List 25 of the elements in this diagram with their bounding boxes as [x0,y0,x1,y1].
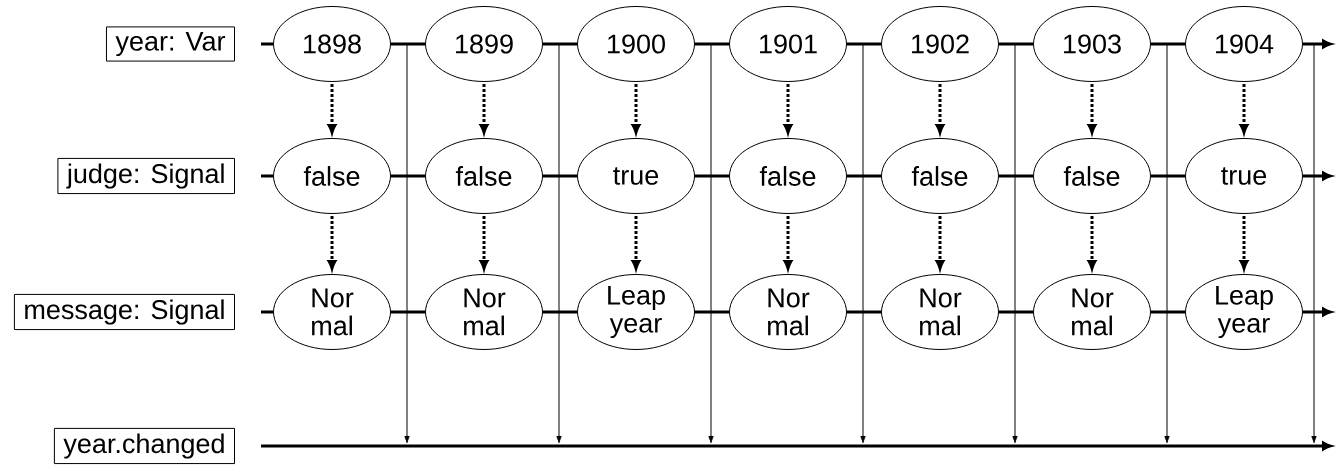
timeline-line [1151,310,1185,314]
timeline-line [543,174,577,178]
timeline-line [261,42,273,46]
timeline-line [543,310,577,314]
timeline-line [999,42,1033,46]
variable-label-box: year: Var [106,26,235,62]
timeline-line [391,310,425,314]
timeline-line [695,310,729,314]
timeline-line [847,174,881,178]
timeline-line [999,174,1033,178]
variable-label-box: year.changed [53,427,235,465]
timeline-line [847,310,881,314]
timeline-line [1151,42,1185,46]
timeline-line [261,174,273,178]
timeline-line [1151,174,1185,178]
timeline-line [391,174,425,178]
variable-label-box: message: Signal [13,293,235,331]
timeline-line [543,42,577,46]
variable-label-box: judge: Signal [57,157,235,195]
timeline-line [261,310,273,314]
timeline-line [695,174,729,178]
timeline-line [999,310,1033,314]
timeline-line [695,42,729,46]
timeline-line [391,42,425,46]
timeline-line [847,42,881,46]
